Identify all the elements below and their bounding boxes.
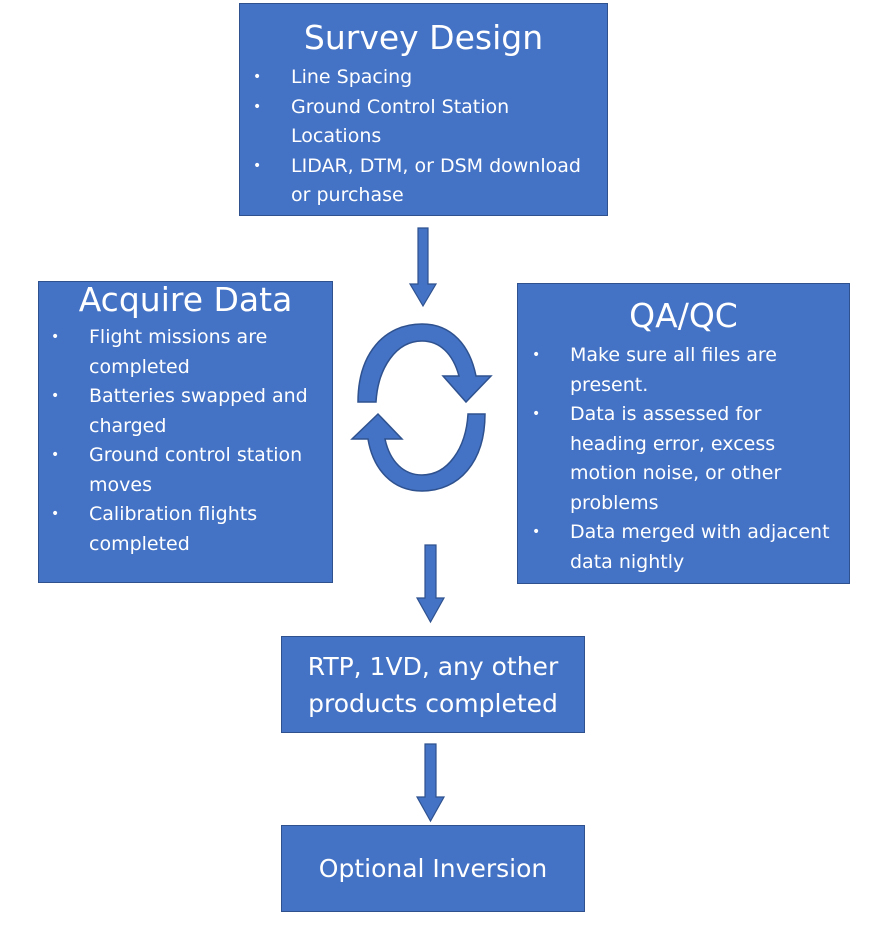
down-arrow-icon [415,743,446,823]
survey-design-box: Survey Design Line Spacing Ground Contro… [239,3,608,216]
survey-design-item-ground-control: Ground Control Station Locations [253,93,597,152]
acquire-data-item-calibration: Calibration flights completed [51,500,326,559]
cycle-arrows-icon [350,323,493,492]
acquire-data-item-flight-missions: Flight missions are completed [51,323,326,382]
acquire-data-box: Acquire Data Flight missions are complet… [38,281,333,583]
down-arrow-icon [408,227,438,308]
survey-design-item-line-spacing: Line Spacing [253,63,597,93]
inversion-text: Optional Inversion [318,854,548,883]
qa-qc-item-heading-error: Data is assessed for heading error, exce… [532,400,843,518]
acquire-data-item-ground-control: Ground control station moves [51,441,326,500]
inversion-box: Optional Inversion [281,825,585,912]
acquire-data-item-batteries: Batteries swapped and charged [51,382,326,441]
acquire-data-list: Flight missions are completed Batteries … [39,318,332,559]
survey-design-item-lidar: LIDAR, DTM, or DSM download or purchase [253,152,597,211]
qa-qc-item-files-present: Make sure all files are present. [532,341,843,400]
qa-qc-item-data-merged: Data merged with adjacent data nightly [532,518,843,577]
down-arrow-icon [415,544,446,624]
products-text: RTP, 1VD, any other products completed [307,651,559,718]
qa-qc-box: QA/QC Make sure all files are present. D… [517,283,850,584]
survey-design-list: Line Spacing Ground Control Station Loca… [240,56,607,211]
survey-design-title: Survey Design [303,18,544,57]
qa-qc-list: Make sure all files are present. Data is… [518,334,849,577]
products-box: RTP, 1VD, any other products completed [281,636,585,733]
acquire-data-title: Acquire Data [78,280,293,319]
qa-qc-title: QA/QC [629,296,738,335]
